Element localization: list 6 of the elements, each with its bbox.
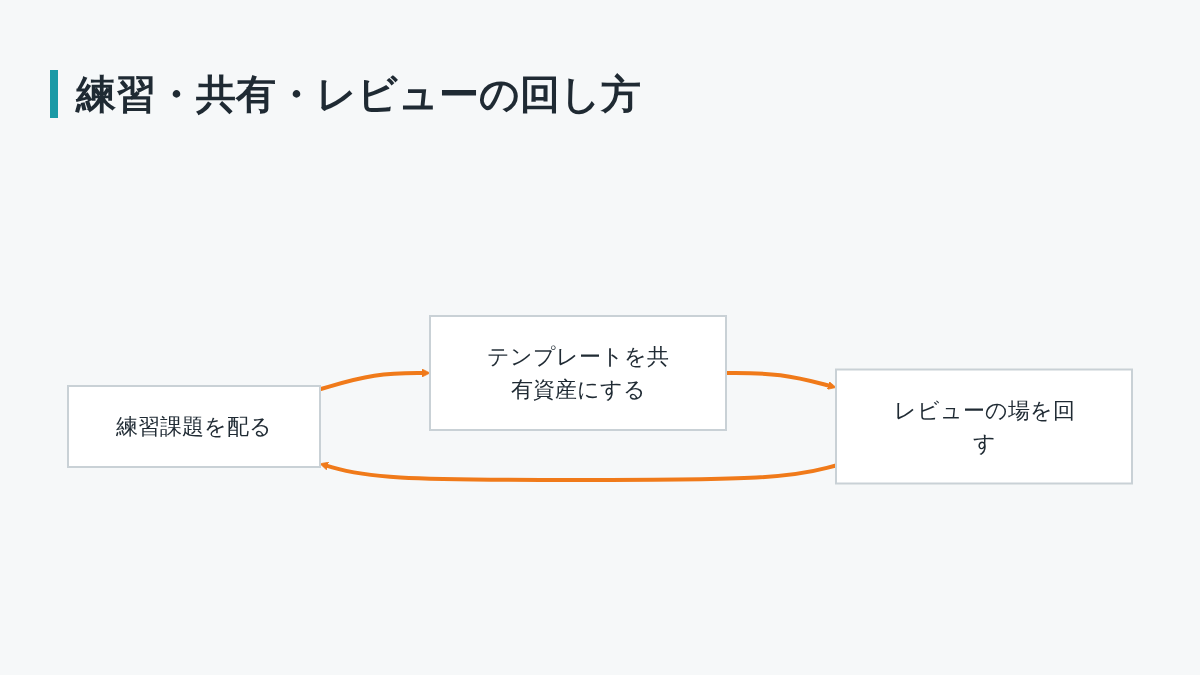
arrow: [726, 371, 837, 390]
node-box: 練習課題を配る: [67, 385, 321, 469]
title: 練習・共有・レビューの回し方: [50, 70, 641, 118]
node-box: レビューの場を回す: [835, 368, 1133, 485]
node-box: テンプレートを共有資産にする: [429, 315, 727, 432]
arrow: [319, 462, 837, 483]
